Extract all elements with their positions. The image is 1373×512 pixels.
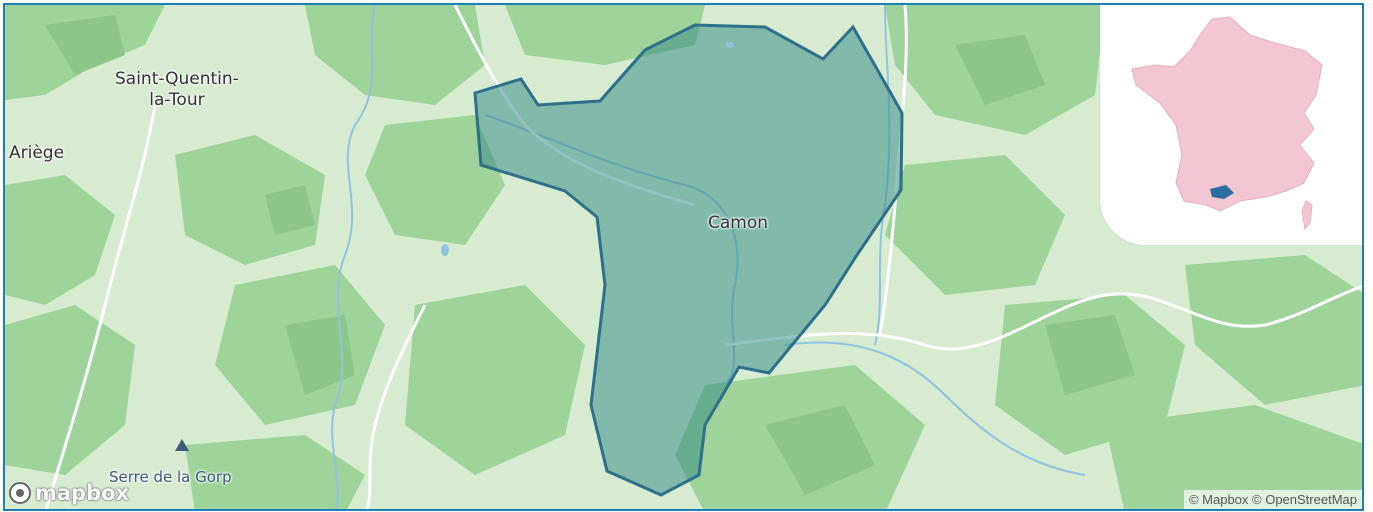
place-label-saint-quentin: Saint-Quentin- la-Tour: [115, 69, 239, 110]
mapbox-logo[interactable]: mapbox: [9, 481, 129, 505]
locator-inset-map: [1100, 5, 1362, 245]
mapbox-logo-icon: [9, 482, 31, 504]
inset-highlight-region: [1210, 185, 1234, 199]
place-label-camon: Camon: [708, 213, 769, 233]
france-outline: [1131, 16, 1323, 231]
forest-dark-areas: [45, 15, 1135, 495]
place-label-ariege: Ariège: [9, 143, 65, 163]
commune-boundary: [473, 23, 904, 497]
place-label-serre-gorp: Serre de la Gorp: [109, 468, 232, 486]
map-attribution[interactable]: © Mapbox © OpenStreetMap: [1183, 490, 1362, 509]
map-view[interactable]: Saint-Quentin- la-Tour Ariège Camon Serr…: [3, 3, 1364, 511]
mountain-peak-icon: [175, 439, 189, 451]
